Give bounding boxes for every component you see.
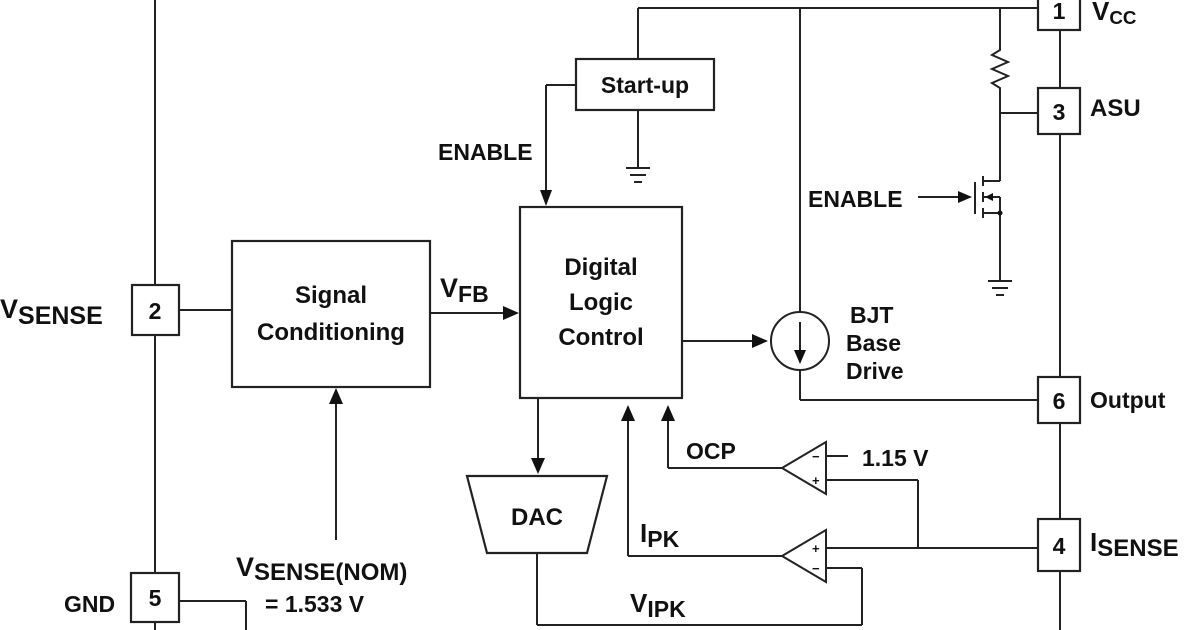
vsense-nom-label: VSENSE(NOM) [236, 552, 407, 586]
pin-5-name: GND [64, 591, 115, 617]
svg-text:4: 4 [1053, 533, 1066, 559]
pin-6-output: 6 Output [1036, 375, 1166, 425]
pin-1-name: VCC [1092, 0, 1136, 28]
vipk-label: VIPK [630, 588, 686, 622]
mosfet-symbol [974, 172, 1003, 280]
pin-2-name: VSENSE [0, 294, 103, 330]
startup-label: Start-up [601, 72, 689, 98]
svg-text:+: + [812, 541, 820, 556]
pin-3-name: ASU [1090, 95, 1141, 122]
comparator-signs: − + + − [812, 449, 820, 576]
ipk-label: IPK [640, 518, 680, 552]
digital-logic-label-line3: Control [558, 324, 643, 351]
svg-text:−: − [812, 561, 820, 576]
pin-3-asu: 3 ASU [1036, 86, 1141, 136]
pin-4-isense: 4 ISENSE [1036, 517, 1179, 573]
bjt-base-drive-label: BJT Base Drive [846, 302, 904, 384]
digital-logic-label-line2: Logic [569, 289, 633, 316]
enable-label-top: ENABLE [438, 139, 533, 165]
signal-conditioning-label-line1: Signal [295, 282, 367, 309]
pin-4-name: ISENSE [1090, 527, 1179, 562]
svg-text:2: 2 [149, 298, 162, 324]
vsense-nom-value: = 1.533 V [265, 591, 365, 617]
svg-text:+: + [812, 473, 820, 488]
signal-conditioning-label-line2: Conditioning [257, 319, 405, 346]
current-source-symbol [770, 311, 830, 371]
svg-text:BJT: BJT [850, 302, 893, 328]
enable-label-fet: ENABLE [808, 186, 903, 212]
digital-logic-label-line1: Digital [564, 254, 637, 281]
reference-voltage-label: 1.15 V [862, 445, 929, 471]
vfb-label: VFB [440, 273, 489, 307]
svg-text:6: 6 [1053, 388, 1066, 414]
wiring [154, 0, 1061, 630]
svg-text:5: 5 [149, 585, 162, 611]
pin-5-gnd: 5 GND [64, 571, 181, 624]
svg-text:3: 3 [1053, 99, 1066, 125]
signal-conditioning-block: Signal Conditioning [230, 239, 432, 389]
svg-text:Drive: Drive [846, 358, 904, 384]
pin-1-vcc: 1 VCC [1036, 0, 1136, 32]
ocp-label: OCP [686, 438, 736, 464]
pin-6-name: Output [1090, 387, 1166, 413]
svg-text:Base: Base [846, 330, 901, 356]
svg-text:−: − [812, 449, 820, 464]
svg-text:1: 1 [1053, 0, 1066, 24]
digital-logic-control-block: Digital Logic Control [518, 205, 684, 400]
dac-block: DAC [465, 474, 609, 555]
dac-label: DAC [511, 504, 563, 531]
pin-2-vsense: 2 VSENSE [0, 283, 181, 337]
startup-block: Start-up [574, 57, 716, 112]
